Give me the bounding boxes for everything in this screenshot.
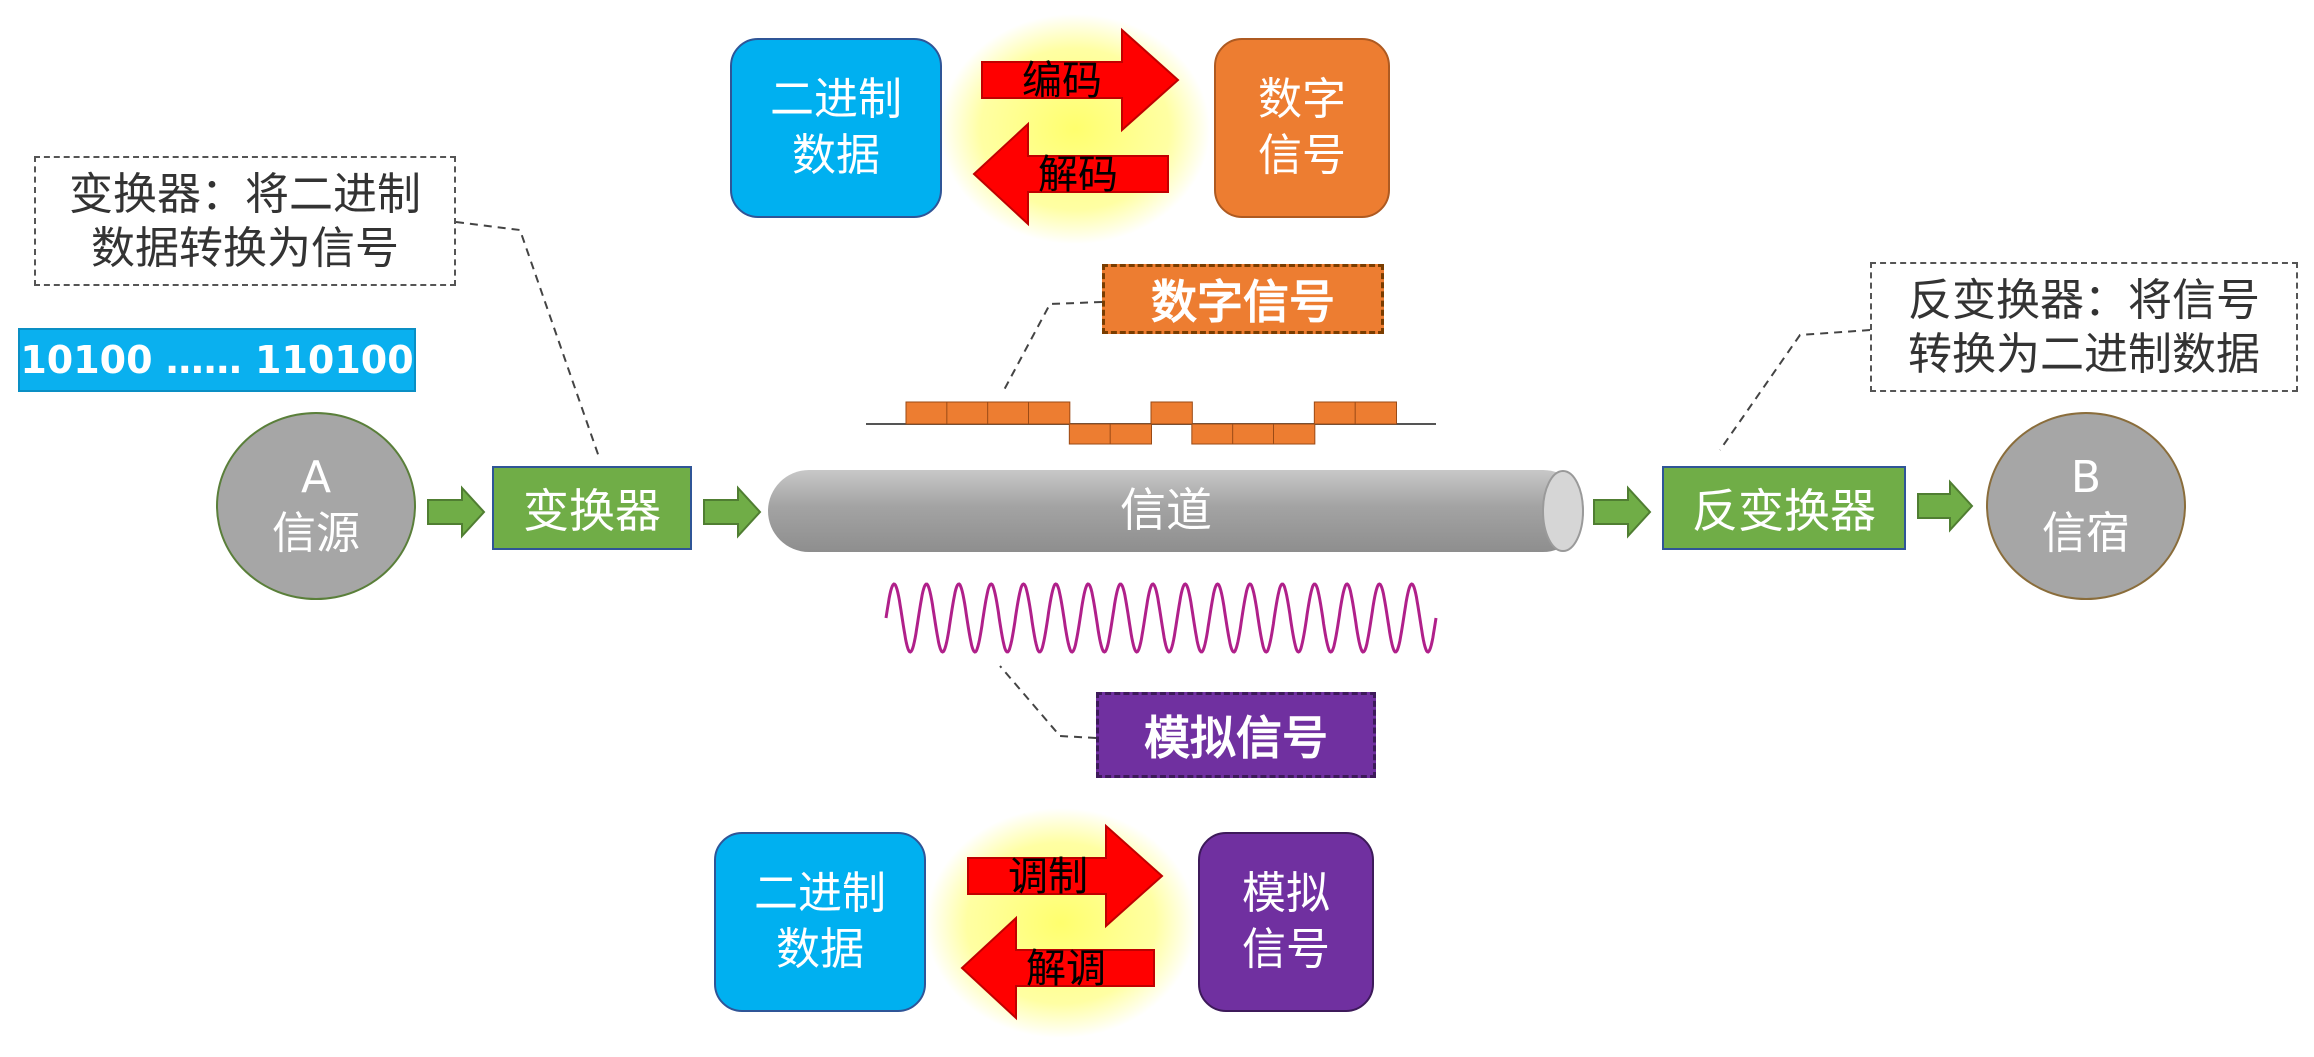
digital-bit-segment: [1068, 423, 1112, 445]
tile-line-2: 信号: [1242, 924, 1330, 975]
arrow-converter-to-channel: [703, 485, 762, 539]
tile-line-2: 信号: [1258, 130, 1346, 181]
analog-signal-tile: 模拟 信号: [1198, 832, 1374, 1012]
flow-arrows: [427, 479, 1974, 539]
arrow-inverse-to-sink: [1917, 479, 1974, 533]
channel-label: 信道: [1120, 483, 1212, 537]
analog-signal-tag: 模拟信号: [1096, 692, 1376, 778]
decode-arrow: [972, 121, 1169, 227]
decode-label: 解码: [1038, 152, 1118, 198]
demodulate-arrow: [960, 915, 1155, 1021]
digital-signal-tile: 数字 信号: [1214, 38, 1390, 218]
digital-bit-segment: [987, 401, 1030, 425]
digital-bit-segment: [1354, 401, 1397, 425]
source-letter: A: [300, 452, 332, 503]
inverse-converter-note: 反变换器：将信号 转换为二进制数据: [1870, 262, 2298, 392]
digital-bit-segment: [1273, 423, 1316, 445]
converter-note-leader: [455, 221, 601, 461]
sink-letter: B: [2070, 452, 2102, 503]
inverse-converter-box: 反变换器: [1662, 466, 1906, 550]
digital-bit-segment: [1232, 423, 1275, 445]
encode-arrow: [981, 27, 1180, 133]
demodulate-label: 解调: [1026, 946, 1106, 992]
source-node: A 信源: [216, 412, 416, 600]
source-label: 信源: [272, 508, 360, 559]
modulate-demodulate-arrows: 调制 解调: [926, 808, 1196, 1038]
tile-line-1: 二进制: [770, 74, 902, 125]
tile-line-2: 数据: [776, 924, 864, 975]
note-line-2: 数据转换为信号: [91, 223, 399, 274]
note-line-2: 转换为二进制数据: [1908, 329, 2260, 380]
digital-bit-segment: [1191, 423, 1234, 445]
digital-bit-segment: [1028, 401, 1071, 425]
glow: [926, 808, 1196, 1038]
tile-line-1: 模拟: [1242, 868, 1330, 919]
tile-line-2: 数据: [792, 130, 880, 181]
digital-signal-tag: 数字信号: [1102, 264, 1384, 334]
analog-tag-leader: [999, 665, 1097, 739]
converter-box: 变换器: [492, 466, 692, 550]
modulate-label: 调制: [1008, 854, 1088, 900]
binary-data-tile-bottom: 二进制 数据: [714, 832, 926, 1012]
arrow-source-to-converter: [427, 485, 486, 539]
encode-label: 编码: [1022, 58, 1102, 104]
bit-sequence: 10100 …… 110100: [18, 328, 416, 392]
digital-bit-segment: [946, 401, 989, 425]
channel-cylinder: [768, 470, 1584, 552]
tile-line-1: 二进制: [754, 868, 886, 919]
digital-tag-leader: [1003, 301, 1103, 391]
inverse-note-leader: [1719, 329, 1871, 451]
sink-node: B 信宿: [1986, 412, 2186, 600]
digital-bit-segment: [1313, 401, 1357, 425]
digital-bit-segment: [1150, 401, 1193, 425]
modulate-arrow: [967, 823, 1164, 929]
encode-decode-arrows: 编码 解码: [940, 14, 1210, 244]
sink-label: 信宿: [2042, 508, 2130, 559]
note-line-1: 变换器：将二进制: [69, 169, 421, 220]
note-line-1: 反变换器：将信号: [1908, 275, 2260, 326]
digital-bit-segment: [905, 401, 948, 425]
analog-waveform: [884, 582, 1438, 654]
digital-waveform: [866, 401, 1436, 445]
binary-data-tile-top: 二进制 数据: [730, 38, 942, 218]
converter-note: 变换器：将二进制 数据转换为信号: [34, 156, 456, 286]
tile-line-1: 数字: [1258, 74, 1346, 125]
digital-bit-segment: [1109, 423, 1152, 445]
arrow-channel-to-inverse: [1593, 485, 1652, 539]
